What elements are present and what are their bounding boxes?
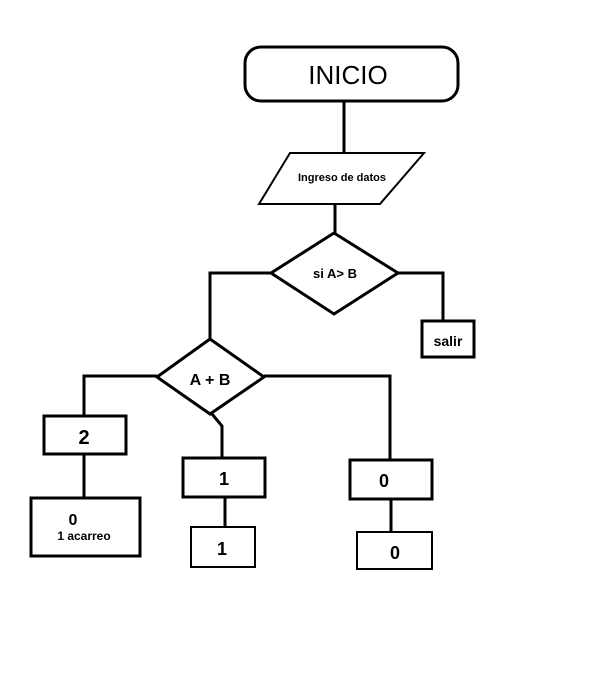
input-label: Ingreso de datos xyxy=(298,172,386,184)
right-output-label: 0 xyxy=(390,543,400,563)
left-output-line1: 0 xyxy=(69,512,78,529)
sum-diamond: A + B xyxy=(154,337,267,416)
exit-box: salir xyxy=(420,319,476,359)
middle-result-box-shape xyxy=(181,456,267,499)
exit-box-shape xyxy=(420,319,476,359)
left-output-box: 0 1 acarreo xyxy=(29,496,142,558)
input-parallelogram: Ingreso de datos xyxy=(257,152,427,205)
connector-sum-middle xyxy=(210,413,224,458)
right-output-box: 0 xyxy=(356,531,433,570)
right-result-box: 0 xyxy=(348,458,434,501)
decision-label: si A> B xyxy=(313,266,357,281)
connectors xyxy=(82,102,445,532)
left-result-box: 2 xyxy=(42,414,128,456)
middle-result-label: 1 xyxy=(219,469,229,489)
decision-diamond-shape xyxy=(268,231,401,316)
connector-sum-left xyxy=(82,374,157,415)
input-parallelogram-shape xyxy=(257,152,427,205)
sum-diamond-shape xyxy=(154,337,267,416)
right-output-box-shape xyxy=(356,531,433,570)
connector-sum-right xyxy=(264,374,392,460)
right-result-box-shape xyxy=(348,458,434,501)
connector-decision-sum xyxy=(208,271,271,338)
connector-decision-exit xyxy=(398,271,445,321)
start-terminal-shape xyxy=(243,45,460,103)
middle-output-label: 1 xyxy=(217,539,227,559)
left-output-box-shape xyxy=(29,496,142,558)
left-output-line2: 1 acarreo xyxy=(57,529,110,543)
start-label: INICIO xyxy=(308,60,387,90)
left-result-label: 2 xyxy=(78,427,89,449)
middle-output-box: 1 xyxy=(190,526,256,568)
sum-label: A + B xyxy=(190,372,231,389)
right-result-label: 0 xyxy=(379,471,389,491)
middle-output-box-shape xyxy=(190,526,256,568)
start-terminal: INICIO xyxy=(243,45,460,103)
decision-diamond: si A> B xyxy=(268,231,401,316)
left-result-box-shape xyxy=(42,414,128,456)
exit-label: salir xyxy=(434,333,463,349)
middle-result-box: 1 xyxy=(181,456,267,499)
